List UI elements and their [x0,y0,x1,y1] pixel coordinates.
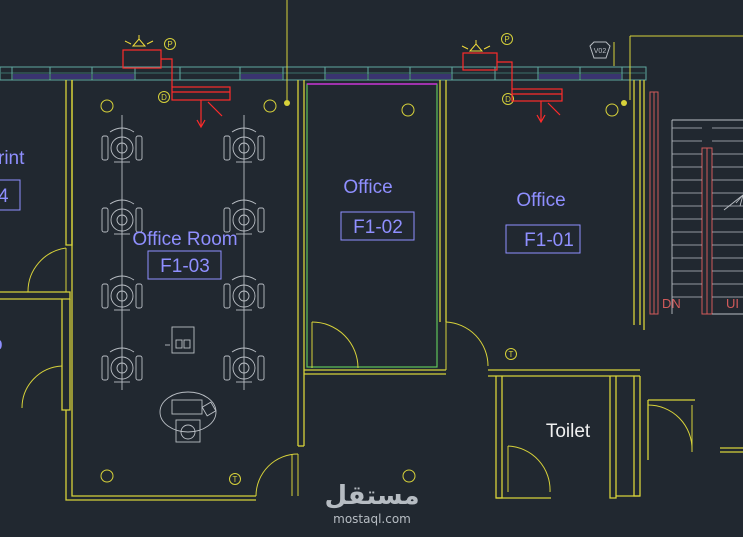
workstation-chair-icon [101,275,143,311]
room-code-box-f1-03 [147,250,222,280]
hvac-unit-right [462,52,563,124]
valve-tag: V02 [589,41,611,59]
room-code-f1-02: F1-02 [353,217,403,238]
stair-up-label: UI [726,296,739,311]
window-glazing [13,74,621,79]
svg-text:T: T [233,475,238,484]
stair [649,91,713,315]
workstation-chair-icon [101,199,143,235]
room-name-left-partial: o [0,334,3,355]
room-code-box-f1-02 [340,211,415,241]
room-name-print-partial: rint [0,148,25,169]
hvac-unit-left [122,49,231,129]
facade-window-strip [0,66,647,81]
svg-text:V02: V02 [594,48,607,55]
stair-down-label: DN [662,296,681,311]
room-name-office-f1-01: Office [516,190,565,211]
svg-text:P: P [504,35,509,44]
detector-tag-right: D [502,93,514,105]
workstation-chair-icon [101,347,143,383]
walls [0,80,743,501]
panel-tag-right: P [501,33,513,45]
panel-tag-left: P [164,38,176,50]
watermark-logo-text: مستقل [324,481,419,511]
svg-text:D: D [161,93,167,102]
stair-treads [672,127,743,298]
watermark-url: mostaql.com [333,512,411,526]
workstation-chair-icon [223,199,265,235]
room-code-partial: 4 [0,186,9,207]
room-name-office-room: Office Room [132,229,237,250]
room-name-toilet: Toilet [546,421,591,442]
room-code-f1-03: F1-03 [160,256,210,277]
symbol-tags: P D P D T T V02 [158,33,611,485]
manager-desk-icon [159,391,217,443]
room-code-f1-01: F1-01 [524,230,574,251]
feed-lines [286,0,743,100]
workstation-chair-icon [101,127,143,163]
workstation-chair-icon [223,127,265,163]
room-name-office-f1-02: Office [343,177,392,198]
feed-nodes [284,100,627,106]
thermostat-tag-2: T [229,473,241,485]
workstation-chair-icon [223,347,265,383]
svg-text:D: D [505,95,511,104]
workstation-chair-icon [223,275,265,311]
detector-tag-left: D [158,91,170,103]
furniture-layout [101,115,265,390]
thermostat-tag-1: T [505,348,517,360]
svg-text:T: T [509,350,514,359]
warning-light-icon-2 [461,40,491,52]
room-code-box-partial [0,179,21,211]
cabinet-icon [165,326,195,354]
ceiling-lights [100,99,619,483]
svg-text:P: P [167,40,172,49]
stair-outline [671,119,743,315]
room-code-box-f1-01 [505,224,581,254]
watermark-logo: مستقل mostaql.com [324,481,419,526]
warning-light-icon [124,35,154,47]
doors [21,247,693,497]
